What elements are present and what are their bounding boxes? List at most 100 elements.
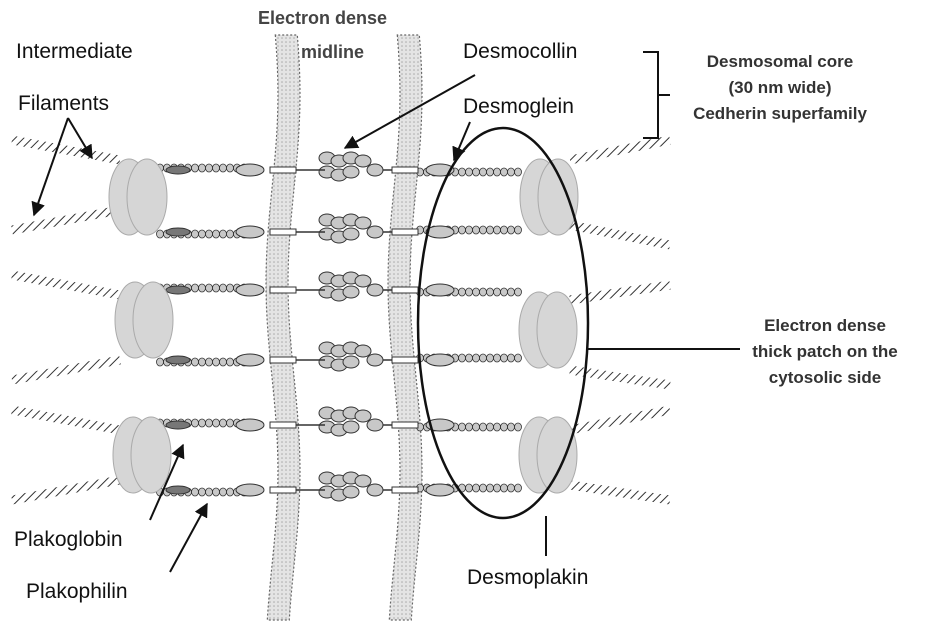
coil-segment [213, 358, 220, 366]
coil-segment [227, 358, 234, 366]
coil-segment [220, 488, 227, 496]
coil-segment [473, 168, 480, 176]
cadherin-row [157, 472, 522, 501]
cadherin-rows-group [157, 152, 522, 501]
coil-segment [508, 354, 515, 362]
coil-segment [487, 423, 494, 431]
coil-segment [220, 358, 227, 366]
coil-segment [466, 354, 473, 362]
coil-segment [487, 484, 494, 492]
cadherin-row [157, 407, 522, 436]
transmembrane-segment [392, 487, 418, 493]
coil-segment [473, 423, 480, 431]
coil-segment [199, 284, 206, 292]
patch-line-3: cytosolic side [725, 368, 925, 388]
coil-segment [206, 419, 213, 427]
extracellular-domain [355, 275, 371, 287]
filament-bundle [12, 140, 120, 160]
coil-segment [508, 423, 515, 431]
cadherin-domain [236, 226, 264, 238]
coil-segment [508, 168, 515, 176]
coil-segment [487, 226, 494, 234]
cadherin-domain [426, 226, 454, 238]
coil-segment [501, 226, 508, 234]
intermediate-label: Intermediate [16, 40, 133, 64]
coil-segment [459, 423, 466, 431]
coil-segment [206, 358, 213, 366]
coil-segment [515, 288, 522, 296]
coil-segment [515, 226, 522, 234]
coil-segment [192, 488, 199, 496]
coil-segment [494, 226, 501, 234]
coil-segment [515, 168, 522, 176]
coil-segment [206, 230, 213, 238]
extracellular-domain [343, 228, 359, 240]
coil-segment [494, 423, 501, 431]
coil-segment [199, 358, 206, 366]
cadherin-domain [166, 486, 190, 494]
cadherin-domain [236, 419, 264, 431]
transmembrane-segment [392, 287, 418, 293]
coil-segment [501, 354, 508, 362]
transmembrane-segment [270, 357, 296, 363]
transmembrane-segment [270, 287, 296, 293]
coil-segment [473, 354, 480, 362]
filament-bundle [570, 485, 670, 500]
filament-arrow-left [34, 118, 68, 215]
coil-segment [220, 284, 227, 292]
cadherin-domain [426, 284, 454, 296]
extracellular-domain [355, 475, 371, 487]
extracellular-domain [367, 419, 383, 431]
plaque-right-middle [519, 292, 577, 368]
extracellular-domain [343, 421, 359, 433]
coil-segment [220, 419, 227, 427]
cadherin-domain [236, 484, 264, 496]
coil-segment [192, 358, 199, 366]
extracellular-domain [367, 354, 383, 366]
coil-segment [480, 226, 487, 234]
coil-segment [199, 164, 206, 172]
coil-segment [213, 164, 220, 172]
coil-segment [466, 226, 473, 234]
cadherin-domain [236, 164, 264, 176]
coil-segment [466, 484, 473, 492]
core-line-2: (30 nm wide) [680, 78, 880, 98]
coil-segment [199, 230, 206, 238]
coil-segment [192, 164, 199, 172]
desmoglein-arrow [454, 122, 470, 160]
filament-bundle [12, 210, 120, 230]
coil-segment [199, 488, 206, 496]
cadherin-domain [166, 421, 190, 429]
coil-segment [220, 230, 227, 238]
transmembrane-segment [270, 487, 296, 493]
coil-segment [157, 358, 164, 366]
coil-segment [501, 168, 508, 176]
coil-segment [501, 484, 508, 492]
cadherin-domain [166, 228, 190, 236]
coil-segment [199, 419, 206, 427]
coil-segment [459, 288, 466, 296]
electron-dense-patch-label: Electron dense thick patch on the cytoso… [725, 316, 925, 388]
electron-dense-label: Electron dense [258, 8, 387, 29]
transmembrane-segment [270, 422, 296, 428]
transmembrane-segment [392, 422, 418, 428]
patch-line-1: Electron dense [725, 316, 925, 336]
cadherin-domain [426, 354, 454, 366]
plaques-group [109, 159, 578, 493]
coil-segment [480, 354, 487, 362]
coil-segment [508, 484, 515, 492]
midline-label: midline [301, 42, 364, 63]
core-bracket [643, 52, 670, 138]
coil-segment [501, 423, 508, 431]
coil-segment [213, 230, 220, 238]
coil-segment [473, 226, 480, 234]
coil-segment [487, 354, 494, 362]
filament-bundle [12, 275, 120, 295]
cadherin-domain [236, 284, 264, 296]
plaque-lobe [537, 292, 577, 368]
cadherin-domain [236, 354, 264, 366]
coil-segment [487, 168, 494, 176]
coil-segment [192, 230, 199, 238]
coil-segment [213, 488, 220, 496]
desmoglein-label: Desmoglein [463, 95, 574, 119]
